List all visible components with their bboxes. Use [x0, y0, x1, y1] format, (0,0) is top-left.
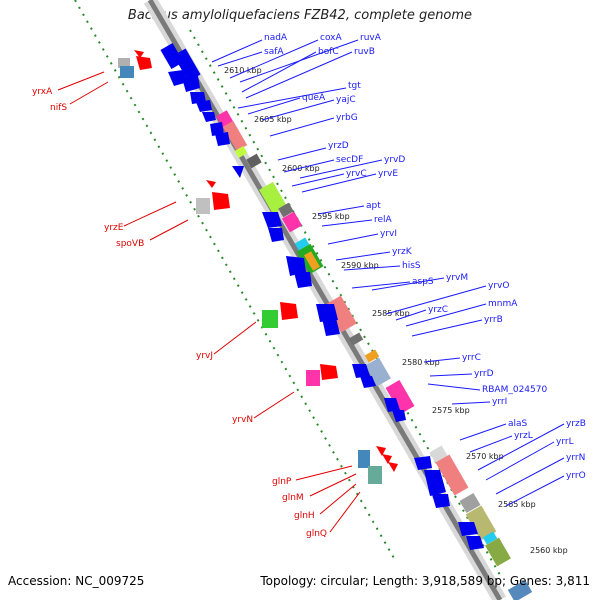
accession-text: Accession: NC_009725 — [8, 574, 145, 588]
gene-label: yrzK — [392, 247, 413, 257]
ruler-label: 2575 kbp — [432, 406, 470, 415]
gene-label: yrvO — [488, 281, 509, 291]
ruler-label: 2610 kbp — [224, 66, 262, 75]
gene-label: RBAM_024570 — [482, 385, 547, 395]
gene-label: nifS — [50, 103, 67, 113]
gene-label: tgt — [348, 81, 361, 91]
ruler-label: 2580 kbp — [402, 358, 440, 367]
ruler-label: 2565 kbp — [498, 500, 536, 509]
gene-label: secDF — [336, 155, 363, 165]
gene-label: aspS — [412, 277, 434, 287]
gene-label: yrvM — [446, 273, 468, 283]
left-leader-lines — [57, 71, 361, 533]
guide-lines — [74, 0, 501, 576]
gene-label: coxA — [320, 33, 343, 43]
gene-label: yrrO — [566, 471, 586, 481]
gene-label: apt — [366, 201, 381, 211]
gene-label: yrvJ — [196, 351, 213, 361]
ruler-label: 2590 kbp — [341, 261, 379, 270]
gene-label: safA — [264, 47, 284, 57]
gene-label: relA — [374, 215, 393, 225]
gene-label: nadA — [264, 33, 288, 43]
gene-label: mnmA — [488, 299, 518, 309]
gene-label: ruvB — [354, 47, 375, 57]
gene-label: yrrL — [556, 437, 574, 447]
gene-label: yrrN — [566, 453, 585, 463]
ruler-label: 2600 kbp — [282, 164, 320, 173]
gene-label: yrrC — [462, 353, 481, 363]
forward-strand-genes — [160, 42, 533, 600]
gene-label: glnQ — [306, 529, 327, 539]
gene-label: spoVB — [116, 239, 144, 249]
gene-label: ruvA — [360, 33, 382, 43]
gene-label: bofC — [318, 47, 339, 57]
gene-label: hisS — [402, 261, 421, 271]
gene-label: alaS — [508, 419, 528, 429]
gene-label: yrvC — [346, 169, 367, 179]
ruler: 2610 kbp 2605 kbp 2600 kbp 2595 kbp 2590… — [224, 66, 568, 555]
gene-label: yrrD — [474, 369, 494, 379]
gene-label: yrvD — [384, 155, 405, 165]
ruler-label: 2570 kbp — [466, 452, 504, 461]
gene-label: yrrI — [492, 397, 507, 407]
right-gene-labels: nadA safA coxA ruvA bofC ruvB tgt queA y… — [264, 33, 586, 481]
genome-title: Bacillus amyloliquefaciens FZB42, comple… — [127, 8, 473, 23]
gene-label: yrzD — [328, 141, 349, 151]
gene-label: glnM — [282, 493, 304, 503]
gene-label: queA — [302, 93, 326, 103]
topology-text: Topology: circular; Length: 3,918,589 bp… — [260, 574, 590, 588]
gene-label: yrvE — [378, 169, 398, 179]
gene-label: yrvN — [232, 415, 253, 425]
gene-label: yrbG — [336, 113, 358, 123]
ruler-label: 2560 kbp — [530, 546, 568, 555]
ruler-label: 2595 kbp — [312, 212, 350, 221]
gene-label: yajC — [336, 95, 356, 105]
gene-label: yrzB — [566, 419, 586, 429]
reverse-strand-genes — [118, 50, 398, 484]
ruler-label: 2605 kbp — [254, 115, 292, 124]
ruler-label: 2585 kbp — [372, 309, 410, 318]
gene-label: yrzL — [514, 431, 533, 441]
gene-label: glnH — [294, 511, 315, 521]
left-gene-labels: yrxA nifS yrzE spoVB yrvJ yrvN glnP glnM… — [32, 87, 327, 539]
gene-label: yrvI — [380, 229, 397, 239]
gene-label: glnP — [272, 477, 292, 487]
gene-label: yrrB — [484, 315, 503, 325]
gene-label: yrzE — [104, 223, 124, 233]
right-leader-lines — [211, 39, 565, 507]
gene-label: yrxA — [32, 87, 53, 97]
gene-label: yrzC — [428, 305, 448, 315]
